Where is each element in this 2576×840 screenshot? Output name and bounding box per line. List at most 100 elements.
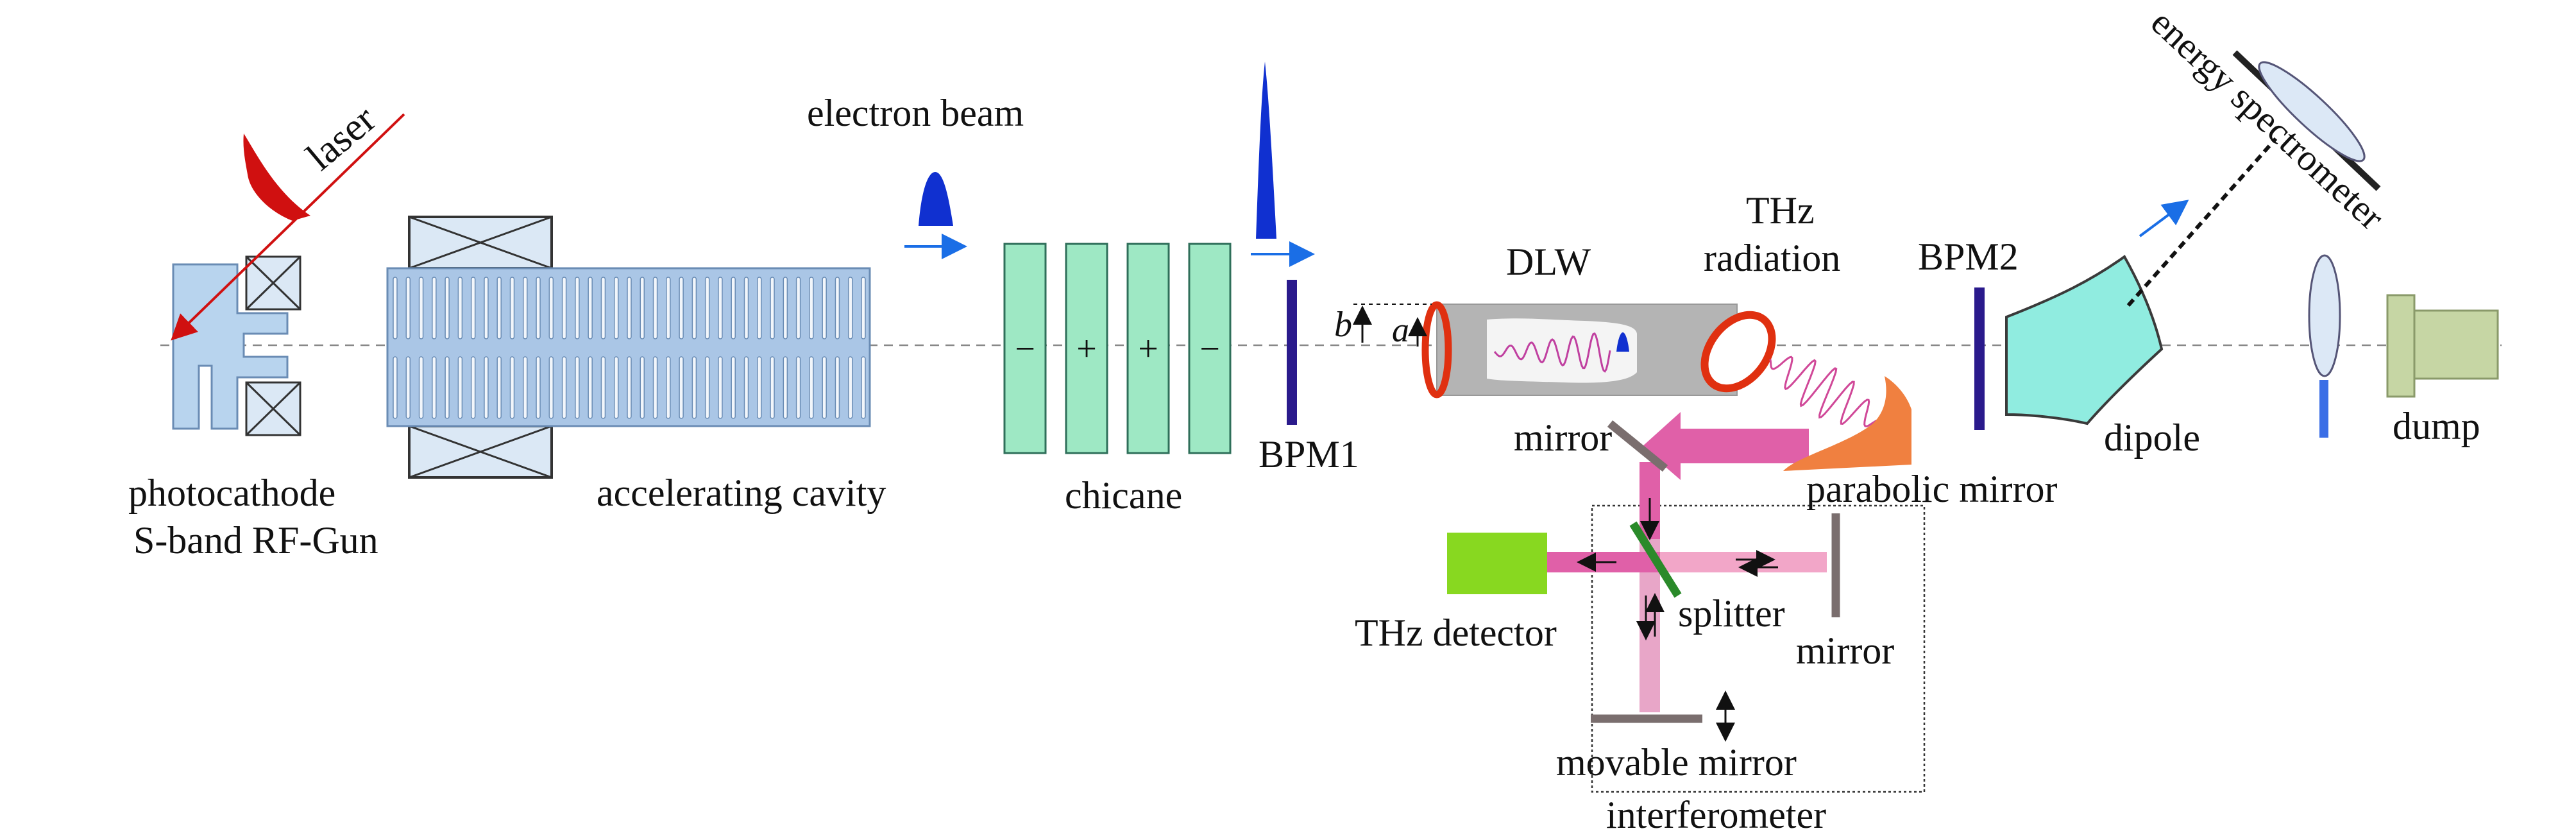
cavity-iris: [523, 277, 528, 339]
cavity-iris: [743, 277, 749, 339]
mirror-top: [1607, 420, 1668, 472]
profile-screen-holder: [2319, 380, 2328, 438]
cavity-iris: [613, 277, 619, 339]
chicane-magnet: [1188, 243, 1232, 454]
interferometer-box: [1591, 504, 1926, 793]
cavity-iris: [757, 277, 762, 339]
cavity-iris: [548, 356, 554, 419]
cavity-iris: [470, 277, 476, 339]
cavity-iris: [666, 277, 671, 339]
cavity-iris: [561, 356, 567, 419]
cavity-iris: [691, 277, 697, 339]
cavity-iris: [600, 356, 606, 419]
cavity-iris: [666, 356, 671, 419]
cavity-iris: [783, 277, 788, 339]
energy-spectrometer-label: energy spectrometer: [2143, 1, 2393, 238]
cavity-iris: [405, 277, 411, 339]
chicane: −++−: [1003, 243, 1232, 454]
parabolic-mirror: [1783, 376, 1911, 471]
dlw-label: DLW: [1506, 241, 1591, 283]
interferometer-label: interferometer: [1606, 794, 1826, 836]
cavity-iris: [536, 277, 541, 339]
cavity-iris: [679, 356, 684, 419]
chicane-magnet: [1065, 243, 1108, 454]
movable-mirror-label: movable mirror: [1556, 741, 1797, 784]
thz-label: THz: [1746, 189, 1815, 232]
cavity-iris: [652, 277, 658, 339]
bpm2: [1974, 287, 1985, 430]
cavity-iris: [640, 277, 645, 339]
bpm1-label: BPM1: [1258, 433, 1359, 476]
dlw-exit-ring: [1700, 311, 1776, 393]
cavity-iris: [509, 277, 515, 339]
cavity-iris: [757, 356, 762, 419]
deflection-arrow: [2139, 200, 2189, 237]
cavity-iris: [809, 277, 814, 339]
cavity-iris: [718, 277, 723, 339]
dump-label: dump: [2393, 405, 2480, 447]
bpm2-label: BPM2: [1918, 236, 2019, 278]
cavity-iris: [600, 277, 606, 339]
spectrometer-screen: [2258, 61, 2366, 162]
rf-gun-label: S-band RF-Gun: [133, 519, 378, 561]
electron-beam-label: electron beam: [807, 92, 1024, 134]
cavity-iris: [770, 356, 775, 419]
cavity-iris: [536, 356, 541, 419]
cavity-iris: [795, 277, 801, 339]
mirror-right-label: mirror: [1796, 630, 1894, 672]
cavity-iris: [418, 356, 424, 419]
bpm1: [1287, 280, 1297, 425]
chicane-magnet: [1126, 243, 1170, 454]
cavity-iris: [575, 356, 580, 419]
electron-bunch-2: [1256, 62, 1276, 239]
cavity-iris: [704, 356, 710, 419]
cavity-iris: [432, 356, 437, 419]
chicane-magnet-sign: −: [1199, 329, 1220, 369]
cavity-iris: [822, 356, 827, 419]
cavity-iris: [783, 356, 788, 419]
chicane-magnet: [1003, 243, 1047, 454]
cavity-iris: [743, 356, 749, 419]
cavity-iris: [770, 277, 775, 339]
cavity-iris: [613, 356, 619, 419]
splitter-label: splitter: [1678, 592, 1785, 635]
focusing-magnet-top: [408, 216, 553, 270]
cavity-iris: [847, 277, 853, 339]
chicane-label: chicane: [1065, 474, 1182, 517]
laser-pulse: [243, 133, 310, 221]
cavity-iris: [561, 277, 567, 339]
cavity-iris: [847, 356, 853, 419]
cavity-iris: [523, 356, 528, 419]
laser-label: laser: [298, 97, 384, 179]
cavity-iris: [470, 356, 476, 419]
cavity-iris: [457, 356, 463, 419]
cavity-iris: [704, 277, 710, 339]
cavity-iris: [731, 277, 736, 339]
chicane-magnet-sign: −: [1015, 329, 1035, 369]
cavity-iris: [393, 356, 398, 419]
chicane-magnet-sign: +: [1138, 329, 1158, 369]
cavity-iris: [445, 277, 450, 339]
cavity-iris: [861, 356, 866, 419]
dlw-entrance-ring: [1421, 301, 1452, 399]
dump-body: [2413, 309, 2499, 380]
cavity-iris: [457, 277, 463, 339]
cavity-iris: [731, 356, 736, 419]
dlw-structure: [1421, 301, 1776, 399]
cavity-iris: [509, 356, 515, 419]
photocathode-label: photocathode: [128, 472, 335, 514]
cavity-iris: [393, 277, 398, 339]
cavity-iris: [484, 356, 489, 419]
cavity-iris: [405, 356, 411, 419]
dipole-deflected-path: [2126, 137, 2278, 307]
cavity-iris: [484, 277, 489, 339]
rf-gun-lower-coil: [245, 381, 301, 436]
b-label: b: [1334, 305, 1352, 345]
cavity-iris: [822, 277, 827, 339]
profile-screen: [2308, 254, 2341, 377]
dlw-inner-window: [1487, 318, 1637, 383]
cavity-iris: [809, 356, 814, 419]
dipole-label: dipole: [2104, 416, 2200, 459]
